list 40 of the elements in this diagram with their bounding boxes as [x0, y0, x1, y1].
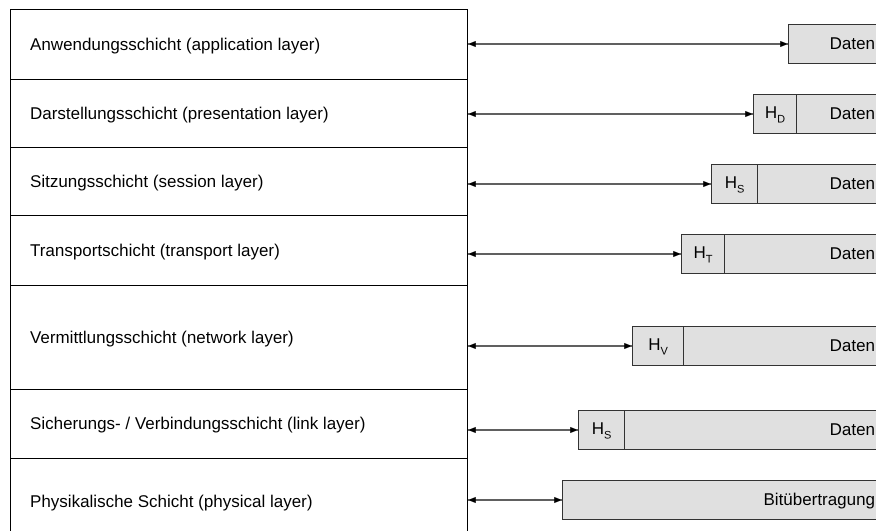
header-label: H$_{V}$ [648, 334, 668, 358]
layer-box [10, 147, 468, 216]
layer-name: Darstellungsschicht (presentation layer) [30, 104, 329, 124]
packet-bar [681, 234, 876, 274]
layer-name: Vermittlungsschicht (network layer) [30, 328, 294, 348]
packet-bar [562, 480, 876, 520]
packet-bar [578, 410, 876, 450]
packet-bar [753, 94, 876, 134]
double-arrow [468, 342, 632, 350]
layer-box [10, 285, 468, 390]
data-label: Daten [830, 104, 875, 124]
data-label: Daten [830, 420, 875, 440]
data-label: Bitübertragung [763, 490, 875, 510]
layer-box [10, 79, 468, 148]
packet-bar [788, 24, 876, 64]
data-label: Daten [830, 336, 875, 356]
layer-box [10, 9, 468, 80]
double-arrow [468, 180, 711, 188]
double-arrow [468, 426, 578, 434]
layer-box [10, 389, 468, 460]
header-label: H$_{S}$ [592, 418, 612, 442]
header-label: H$_{D}$ [764, 102, 786, 126]
packet-bar [632, 326, 876, 366]
layer-name: Sicherungs- / Verbindungsschicht (link layer) [30, 414, 366, 434]
double-arrow [468, 250, 681, 258]
double-arrow [468, 496, 562, 504]
layer-name: Sitzungsschicht (session layer) [30, 172, 264, 192]
header-label: H$_{S}$ [724, 172, 744, 196]
layer-name: Physikalische Schicht (physical layer) [30, 492, 312, 512]
double-arrow [468, 40, 788, 48]
layer-box [10, 458, 468, 531]
packet-bar [711, 164, 876, 204]
data-label: Daten [830, 244, 875, 264]
double-arrow [468, 110, 753, 118]
data-label: Daten [830, 34, 875, 54]
layer-box [10, 215, 468, 286]
header-label: H$_{T}$ [693, 242, 712, 266]
data-label: Daten [830, 174, 875, 194]
layer-name: Anwendungsschicht (application layer) [30, 34, 320, 55]
layer-name: Transportschicht (transport layer) [30, 240, 280, 261]
